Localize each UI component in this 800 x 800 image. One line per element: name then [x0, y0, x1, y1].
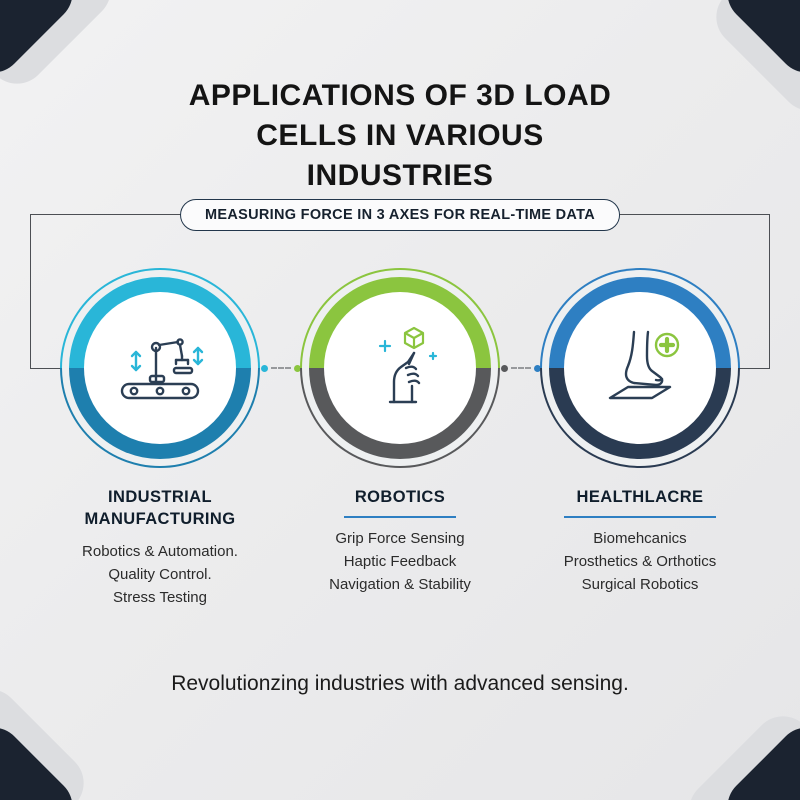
column-healthcare: HEALTHLACRE Biomehcanics Prosthetics & O… [528, 486, 752, 597]
list-item: Prosthetics & Orthotics [563, 553, 717, 571]
circle-ring [69, 277, 251, 459]
industry-circle-manufacturing [60, 268, 260, 468]
robotic-hand-icon [378, 326, 438, 404]
circle-inner [564, 292, 716, 444]
circle-gap [302, 270, 498, 466]
list-item: Quality Control. [108, 565, 212, 583]
column-heading: INDUSTRIAL MANUFACTURING [84, 488, 236, 529]
heading-separator [564, 516, 716, 518]
circle-inner [84, 292, 236, 444]
heading-separator [344, 516, 456, 518]
circle-ring [549, 277, 731, 459]
list-item: Stress Testing [113, 589, 207, 607]
column-heading: ROBOTICS [354, 488, 446, 506]
list-item: Grip Force Sensing [335, 529, 465, 547]
industry-circle-robotics [300, 268, 500, 468]
column-items: Robotics & Automation. Quality Control. … [48, 540, 272, 610]
list-item: Navigation & Stability [329, 576, 471, 594]
circle-gap [542, 270, 738, 466]
connector-dashes [511, 367, 531, 369]
bracket-line-right-vertical [769, 214, 770, 368]
bracket-stub-left [30, 368, 64, 369]
list-item: Biomehcanics [593, 529, 687, 547]
connector-dashes [271, 367, 291, 369]
robot-arm-icon [120, 338, 204, 400]
subtitle-banner: MEASURING FORCE IN 3 AXES FOR REAL-TIME … [180, 199, 620, 231]
column-items: Biomehcanics Prosthetics & Orthotics Sur… [528, 527, 752, 597]
foot-scale-icon [608, 330, 680, 400]
tagline: Revolutionzing industries with advanced … [171, 672, 629, 695]
connector-dot [534, 364, 541, 372]
circle-gap [62, 270, 258, 466]
connector-dot [294, 364, 301, 372]
list-item: Robotics & Automation. [82, 542, 238, 560]
page-title: APPLICATIONS OF 3D LOAD CELLS IN VARIOUS… [188, 79, 612, 192]
column-manufacturing: INDUSTRIAL MANUFACTURING Robotics & Auto… [48, 486, 272, 609]
industry-circle-healthcare [540, 268, 740, 468]
bracket-line-left-vertical [30, 214, 31, 368]
connector-dot [261, 364, 268, 372]
column-robotics: ROBOTICS Grip Force Sensing Haptic Feedb… [288, 486, 512, 597]
circle-inner [324, 292, 476, 444]
connector-line-1 [261, 363, 301, 373]
list-item: Haptic Feedback [343, 553, 457, 571]
list-item: Surgical Robotics [581, 576, 699, 594]
bracket-stub-right [736, 368, 770, 369]
connector-line-2 [501, 363, 541, 373]
circle-ring [309, 277, 491, 459]
column-heading: HEALTHLACRE [576, 488, 704, 506]
column-items: Grip Force Sensing Haptic Feedback Navig… [288, 527, 512, 597]
connector-dot [501, 364, 508, 372]
